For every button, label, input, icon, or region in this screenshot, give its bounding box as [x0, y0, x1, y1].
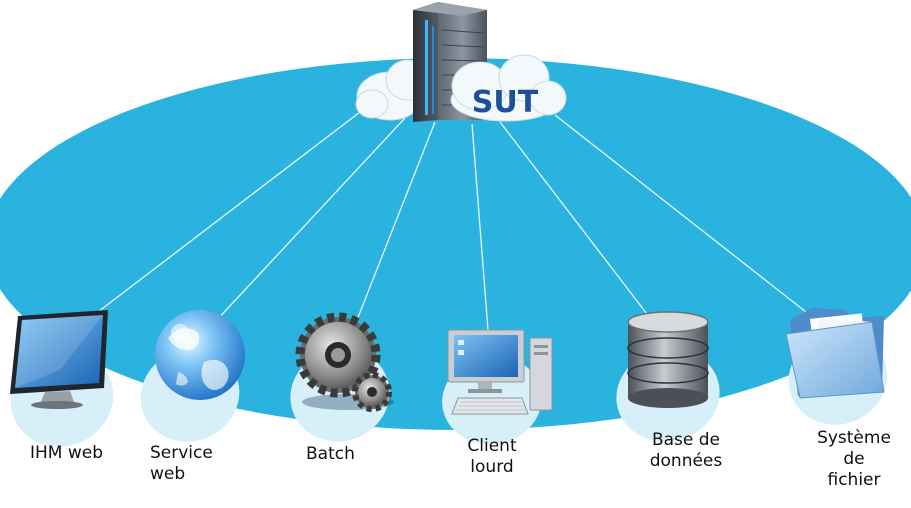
label-line: Système: [817, 428, 891, 448]
label-client-lourd: Client lourd: [455, 436, 529, 478]
database-icon: [627, 311, 709, 408]
connector-systeme-de-fichier: [554, 114, 807, 313]
label-line: données: [649, 451, 723, 471]
server-tower-icon: [413, 2, 487, 122]
label-line: Base de: [651, 430, 721, 450]
connector-base-de-donnees: [499, 121, 651, 319]
connector-lines: [89, 111, 807, 331]
label-line: lourd: [470, 457, 514, 477]
connector-service-web: [214, 117, 406, 323]
label-ihm-web: IHM web: [30, 443, 103, 464]
label-line: web: [150, 464, 186, 484]
label-line: Service: [150, 443, 213, 463]
sut-label: SUT: [472, 85, 539, 120]
label-line: Client: [467, 436, 517, 456]
label-line: IHM web: [30, 443, 104, 463]
connector-client-lourd: [471, 123, 489, 331]
monitor-icon: [10, 310, 108, 409]
label-line: Batch: [306, 444, 355, 464]
desktop-computer-icon: [447, 329, 553, 415]
server-cloud-icon: SUT: [355, 2, 567, 122]
globe-icon: [155, 310, 245, 400]
folder-icon: [785, 308, 885, 399]
label-line: de: [843, 449, 865, 469]
label-line: fichier: [827, 470, 881, 490]
label-systeme-de-fichier: Système de fichier: [806, 428, 902, 491]
label-batch: Batch: [306, 444, 355, 465]
connector-batch: [354, 121, 436, 326]
label-service-web: Service web: [150, 443, 213, 485]
label-base-de-donnees: Base de données: [638, 430, 734, 472]
connector-ihm-web: [89, 111, 361, 319]
gears-icon: [295, 312, 394, 412]
right-cloud-icon: [450, 54, 567, 122]
